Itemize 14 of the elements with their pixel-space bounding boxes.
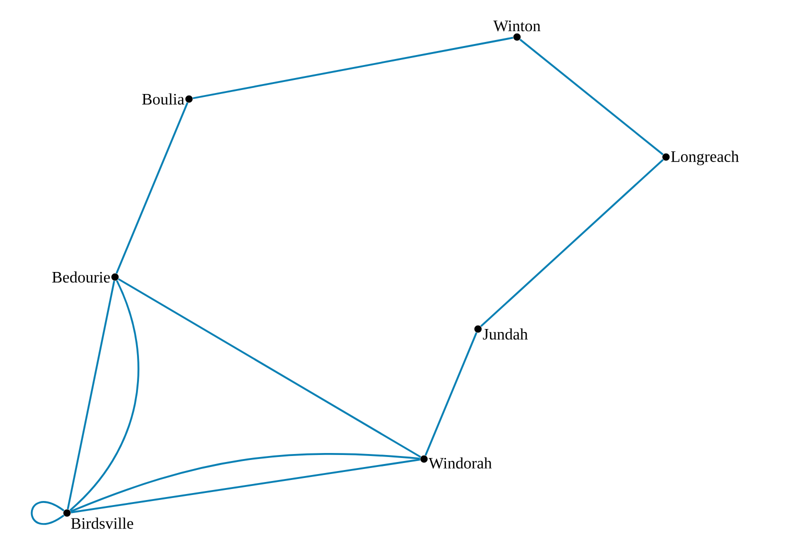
road-line bbox=[118, 278, 422, 458]
road-line bbox=[192, 36, 514, 100]
road-line bbox=[116, 102, 188, 274]
road-line bbox=[519, 38, 664, 156]
road-line bbox=[69, 280, 140, 512]
node-label: Winton bbox=[493, 20, 540, 32]
node-label: Boulia bbox=[142, 93, 184, 105]
node-label: Birdsville bbox=[71, 518, 134, 529]
road-line bbox=[30, 501, 64, 525]
road-line bbox=[480, 158, 664, 328]
node-label: Windorah bbox=[428, 457, 492, 469]
road-line bbox=[66, 280, 116, 510]
road-line bbox=[424, 332, 478, 456]
node-label: Jundah bbox=[482, 328, 528, 340]
